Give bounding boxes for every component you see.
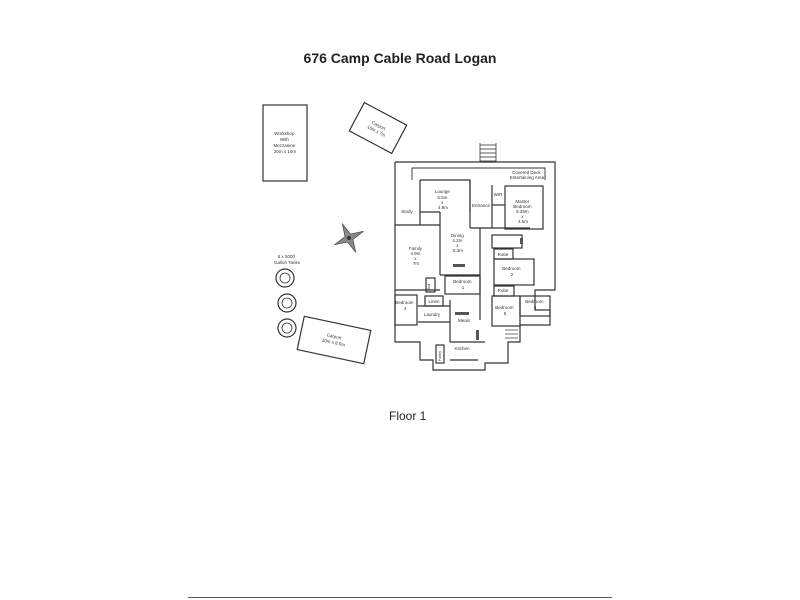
- master-bedroom-outline: [504, 185, 544, 230]
- dining-label: Dining 4.2m x 5.3m: [451, 233, 465, 253]
- pantry-label: Pantry: [438, 351, 442, 361]
- page-title: 676 Camp Cable Road Logan: [303, 50, 497, 66]
- family-label: Family 4.9m x 7m: [409, 246, 424, 266]
- bedroom-3-label: Bedroom 3: [525, 299, 545, 310]
- bedroom-5-label: Bedroom 5: [495, 305, 515, 316]
- master-bedroom-label: Master Bedroom 5.25m x 4.5m: [513, 199, 533, 224]
- compass-rose-icon: [334, 223, 364, 253]
- robe-2-label: Robe: [498, 288, 509, 293]
- bottom-rule: [188, 597, 612, 598]
- bed-outline: [425, 277, 436, 293]
- meals-label: Meals: [458, 318, 471, 323]
- fixture-bath: [520, 238, 523, 244]
- workshop-label: Workshop With Mezzanine 20m x 10m: [273, 131, 296, 154]
- bedroom-4-outline: [394, 294, 418, 326]
- laundry-label: Laundry: [424, 312, 441, 317]
- fixture-kitchen-bench: [476, 330, 479, 340]
- bedroom-1-outline: [444, 275, 481, 295]
- linen-label: Linen: [428, 299, 440, 304]
- study-label: Study: [401, 209, 413, 214]
- kitchen-label: Kitchen: [454, 346, 470, 351]
- carport-top-label: Carport 10m x 7m: [366, 119, 389, 138]
- bedroom-4-label: Bedroom 4: [395, 300, 415, 311]
- bed-label: Bed: [427, 284, 431, 290]
- carport-bottom-label: Carport 10m x 8.5m: [321, 332, 347, 348]
- entrance-label: Entrance: [472, 203, 491, 208]
- robe-1-label: Robe: [498, 252, 509, 257]
- fixture-meals: [455, 312, 469, 315]
- workshop-outline: [262, 104, 308, 182]
- bedroom-3-outline: [519, 295, 551, 317]
- carport-top-outline: [348, 101, 408, 155]
- bedroom-1-label: Bedroom 1: [453, 279, 473, 290]
- lounge-label: Lounge 6.5m x 4.9m: [435, 189, 451, 210]
- house-outline: [394, 161, 556, 371]
- floor-label: Floor 1: [389, 409, 427, 423]
- carport-bottom-outline: [296, 315, 372, 365]
- bathroom-fixtures: [491, 234, 523, 249]
- water-tank-2: [277, 293, 297, 313]
- pantry-outline: [435, 344, 445, 364]
- bedroom-2-outline: [493, 258, 535, 286]
- fixture-dining: [453, 264, 465, 267]
- bedroom-2-label: Bedroom 2: [502, 266, 522, 277]
- covered-deck-label: Covered Deck Entertaining Area: [510, 170, 545, 180]
- water-tank-3: [277, 318, 297, 338]
- tanks-label: 5 x 5000 Gallon Tanks: [274, 254, 301, 265]
- wir-label: WIR: [494, 192, 503, 197]
- water-tank-1: [275, 268, 295, 288]
